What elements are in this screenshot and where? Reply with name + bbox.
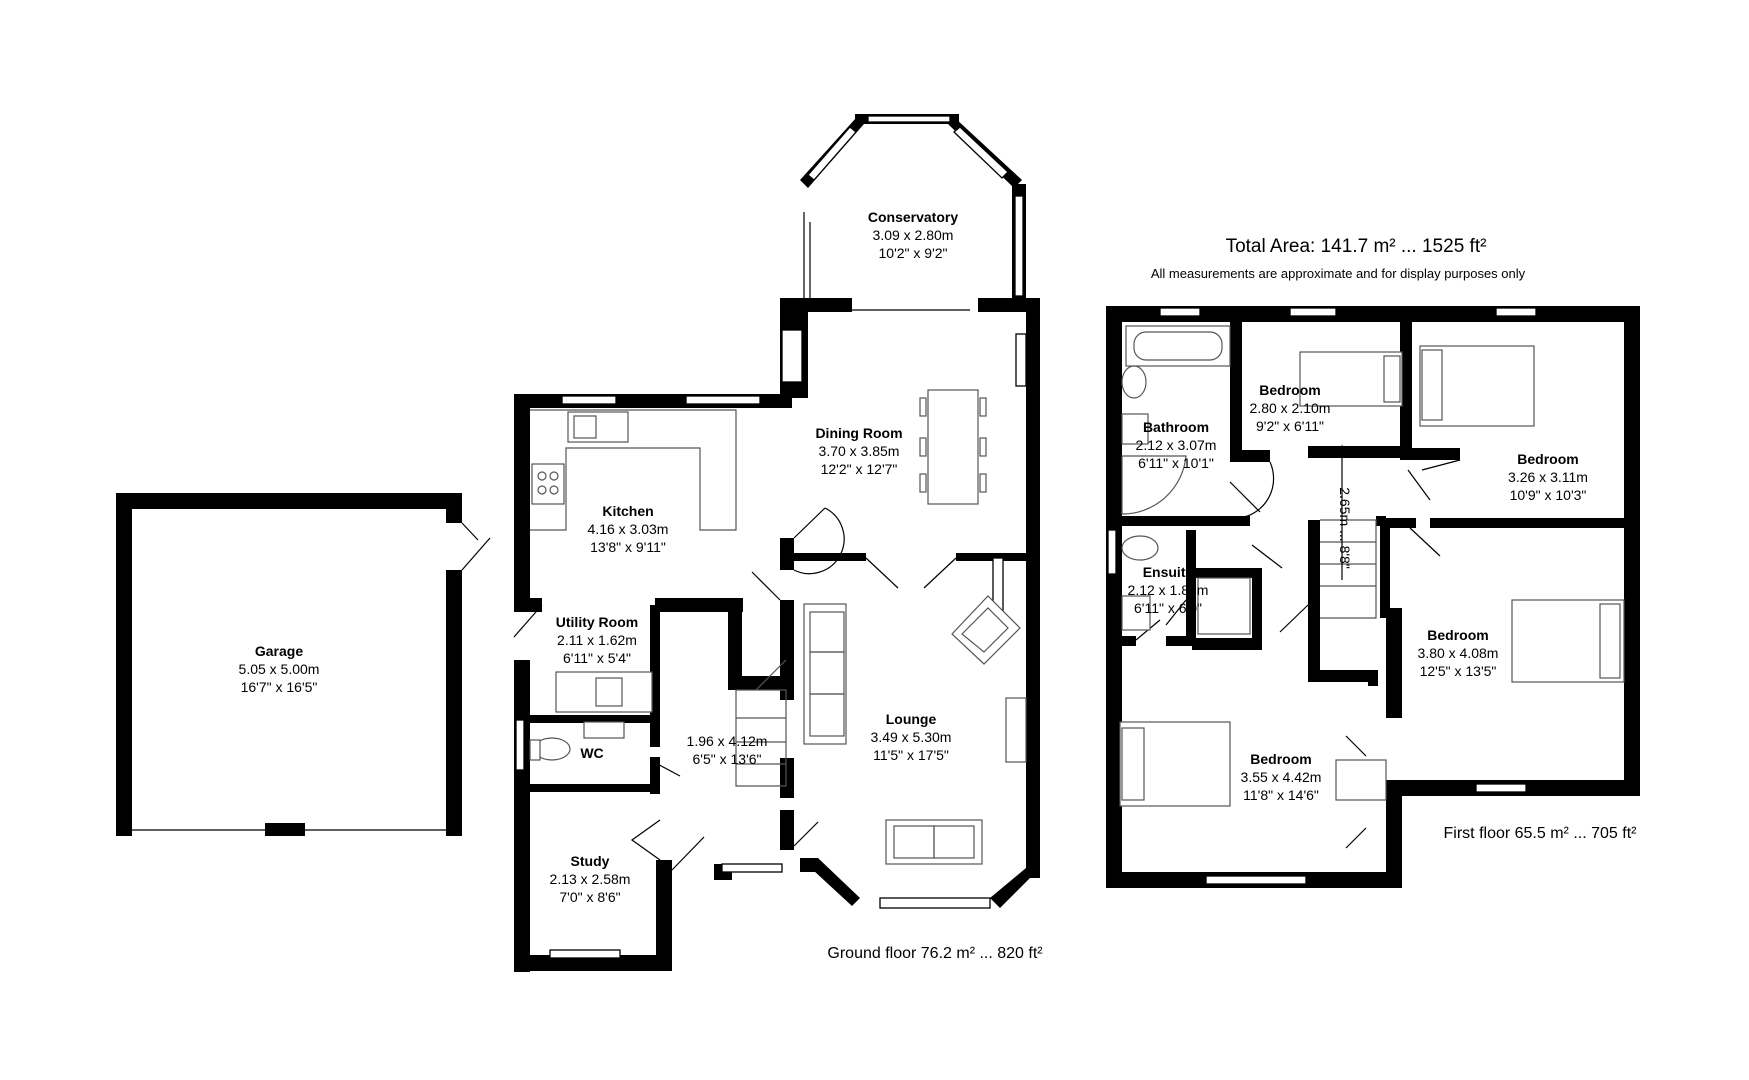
garage-imperial: 16'7" x 16'5"	[241, 679, 318, 695]
study-metric: 2.13 x 2.58m	[550, 871, 631, 887]
hall-imperial: 6'5" x 13'6"	[693, 751, 762, 767]
bedroom-3-imperial: 12'5" x 13'5"	[1420, 663, 1497, 679]
study-imperial: 7'0" x 8'6"	[559, 889, 620, 905]
wc-name: WC	[580, 745, 603, 761]
first-floor-caption: First floor 65.5 m² ... 705 ft²	[1444, 825, 1638, 842]
ensuite-name: Ensuite	[1143, 564, 1194, 580]
landing-dimension: 2.65m ... 8'8"	[1337, 487, 1353, 569]
bedroom-1-imperial: 9'2" x 6'11"	[1256, 418, 1324, 434]
bedroom-4-metric: 3.55 x 4.42m	[1241, 769, 1322, 785]
garage-name: Garage	[255, 643, 303, 659]
dining-room-name: Dining Room	[815, 425, 902, 441]
lounge-imperial: 11'5" x 17'5"	[873, 747, 949, 763]
study-name: Study	[571, 853, 610, 869]
lounge-metric: 3.49 x 5.30m	[871, 729, 952, 745]
bedroom-2-metric: 3.26 x 3.11m	[1508, 469, 1588, 485]
kitchen-imperial: 13'8" x 9'11"	[590, 539, 666, 555]
garage-metric: 5.05 x 5.00m	[239, 661, 320, 677]
disclaimer-text: All measurements are approximate and for…	[1151, 266, 1526, 281]
utility-room-metric: 2.11 x 1.62m	[557, 632, 637, 648]
conservatory-imperial: 10'2" x 9'2"	[879, 245, 948, 261]
ground-floor-caption: Ground floor 76.2 m² ... 820 ft²	[827, 945, 1043, 962]
kitchen-metric: 4.16 x 3.03m	[588, 521, 669, 537]
bathroom-imperial: 6'11" x 10'1"	[1138, 455, 1214, 471]
conservatory-name: Conservatory	[868, 209, 958, 225]
utility-room-imperial: 6'11" x 5'4"	[563, 650, 631, 666]
garage-plan	[116, 493, 491, 836]
bedroom-4-imperial: 11'8" x 14'6"	[1243, 787, 1319, 803]
bedroom-1-metric: 2.80 x 2.10m	[1250, 400, 1331, 416]
ground-floor-walls	[514, 298, 1040, 972]
conservatory-metric: 3.09 x 2.80m	[873, 227, 954, 243]
dining-room-imperial: 12'2" x 12'7"	[821, 461, 898, 477]
bedroom-2-name: Bedroom	[1517, 451, 1578, 467]
hall-metric: 1.96 x 4.12m	[687, 733, 768, 749]
ensuite-metric: 2.12 x 1.83m	[1128, 582, 1209, 598]
first-floor-fixtures	[1119, 325, 1625, 807]
ground-floor-windows	[515, 114, 1027, 959]
bedroom-4-name: Bedroom	[1250, 751, 1311, 767]
lounge-name: Lounge	[886, 711, 937, 727]
bathroom-name: Bathroom	[1143, 419, 1209, 435]
first-floor-doors	[1135, 459, 1461, 849]
first-floor-walls	[1106, 306, 1640, 888]
ensuite-imperial: 6'11" x 6'0"	[1134, 600, 1202, 616]
dining-room-metric: 3.70 x 3.85m	[819, 443, 900, 459]
bedroom-3-metric: 3.80 x 4.08m	[1418, 645, 1499, 661]
utility-room-name: Utility Room	[556, 614, 638, 630]
ground-floor-fixtures	[529, 389, 1027, 865]
kitchen-name: Kitchen	[602, 503, 653, 519]
ground-floor-doors	[513, 507, 957, 871]
total-area-text: Total Area: 141.7 m² ... 1525 ft²	[1226, 236, 1487, 257]
bedroom-1-name: Bedroom	[1259, 382, 1320, 398]
first-floor-windows	[1107, 307, 1537, 885]
bathroom-metric: 2.12 x 3.07m	[1136, 437, 1217, 453]
bedroom-3-name: Bedroom	[1427, 627, 1488, 643]
bedroom-2-imperial: 10'9" x 10'3"	[1510, 487, 1587, 503]
